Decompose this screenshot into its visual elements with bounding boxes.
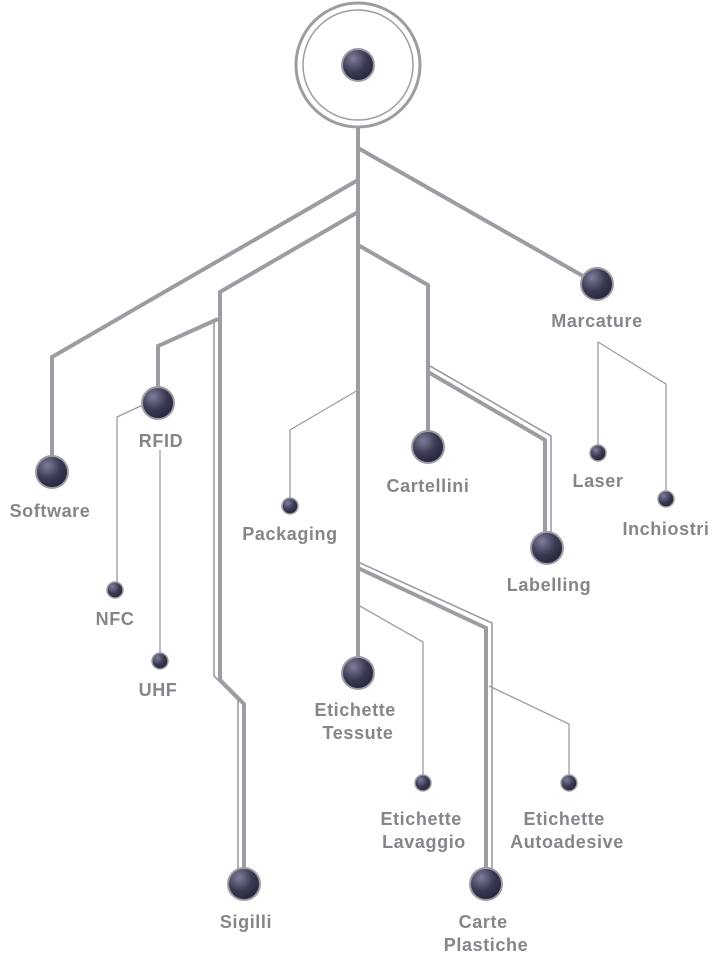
connector-lines xyxy=(50,125,667,884)
label-inchiostri[interactable]: Inchiostri xyxy=(622,519,709,539)
node-etichette-lavaggio[interactable] xyxy=(414,774,432,792)
label-uhf[interactable]: UHF xyxy=(139,680,178,700)
label-labelling[interactable]: Labelling xyxy=(507,575,591,595)
node-nfc[interactable] xyxy=(106,581,124,599)
node-uhf[interactable] xyxy=(151,652,169,670)
label-nfc[interactable]: NFC xyxy=(96,609,135,629)
root-node[interactable] xyxy=(294,1,422,129)
label-laser[interactable]: Laser xyxy=(572,471,623,491)
label-etichette-lavaggio-line2: Lavaggio xyxy=(382,832,466,852)
label-carte-plastiche-line2: Plastiche xyxy=(444,935,528,955)
node-etichette-autoadesive[interactable] xyxy=(560,774,578,792)
label-etichette-tessute[interactable]: Etichette Tessute xyxy=(314,700,401,743)
branch-packaging-line xyxy=(289,389,359,506)
label-etichette-tessute-line1: Etichette xyxy=(314,700,395,720)
node-sigilli[interactable] xyxy=(227,867,261,901)
label-software[interactable]: Software xyxy=(10,501,91,521)
node-cartellini[interactable] xyxy=(411,430,445,464)
branch-etichette-autoadesive-line xyxy=(488,685,570,783)
node-etichette-tessute[interactable] xyxy=(341,656,375,690)
branch-rfid-inner-line xyxy=(213,320,239,878)
branch-software-line xyxy=(50,178,360,472)
label-etichette-autoadesive-line2: Autoadesive xyxy=(510,832,624,852)
branch-labelling-outer-line xyxy=(429,365,552,540)
label-etichette-autoadesive-line1: Etichette xyxy=(523,809,604,829)
node-carte-plastiche[interactable] xyxy=(469,867,503,901)
node-software[interactable] xyxy=(35,455,69,489)
label-packaging[interactable]: Packaging xyxy=(242,524,337,544)
branch-inchiostri-line xyxy=(597,341,667,499)
node-labelling[interactable] xyxy=(530,531,564,565)
label-carte-plastiche-line1: Carte xyxy=(459,912,508,932)
node-marcature[interactable] xyxy=(580,267,614,301)
branch-labelling-line xyxy=(426,370,547,548)
label-etichette-tessute-line2: Tessute xyxy=(323,723,394,743)
branch-etichette-lavaggio-line xyxy=(357,604,424,783)
label-sigilli[interactable]: Sigilli xyxy=(220,912,272,932)
root-dot[interactable] xyxy=(341,48,375,82)
label-marcature[interactable]: Marcature xyxy=(551,311,642,331)
node-inchiostri[interactable] xyxy=(657,490,675,508)
node-packaging[interactable] xyxy=(281,497,299,515)
node-laser[interactable] xyxy=(589,444,607,462)
node-rfid[interactable] xyxy=(141,386,175,420)
label-etichette-autoadesive[interactable]: Etichette Autoadesive xyxy=(510,809,624,852)
label-rfid[interactable]: RFID xyxy=(139,431,183,451)
label-etichette-lavaggio[interactable]: Etichette Lavaggio xyxy=(380,809,467,852)
label-carte-plastiche[interactable]: Carte Plastiche xyxy=(444,912,528,955)
branch-marcature-line xyxy=(357,146,598,286)
branch-carte-plastiche-outer-line xyxy=(357,561,493,878)
label-cartellini[interactable]: Cartellini xyxy=(386,476,469,496)
branch-sigilli-line xyxy=(218,210,360,884)
branch-carte-plastiche-line xyxy=(357,566,488,884)
branch-rfid-line xyxy=(156,317,219,403)
branch-nfc-line xyxy=(116,403,146,590)
label-etichette-lavaggio-line1: Etichette xyxy=(380,809,461,829)
branch-cartellini-line xyxy=(357,243,430,447)
